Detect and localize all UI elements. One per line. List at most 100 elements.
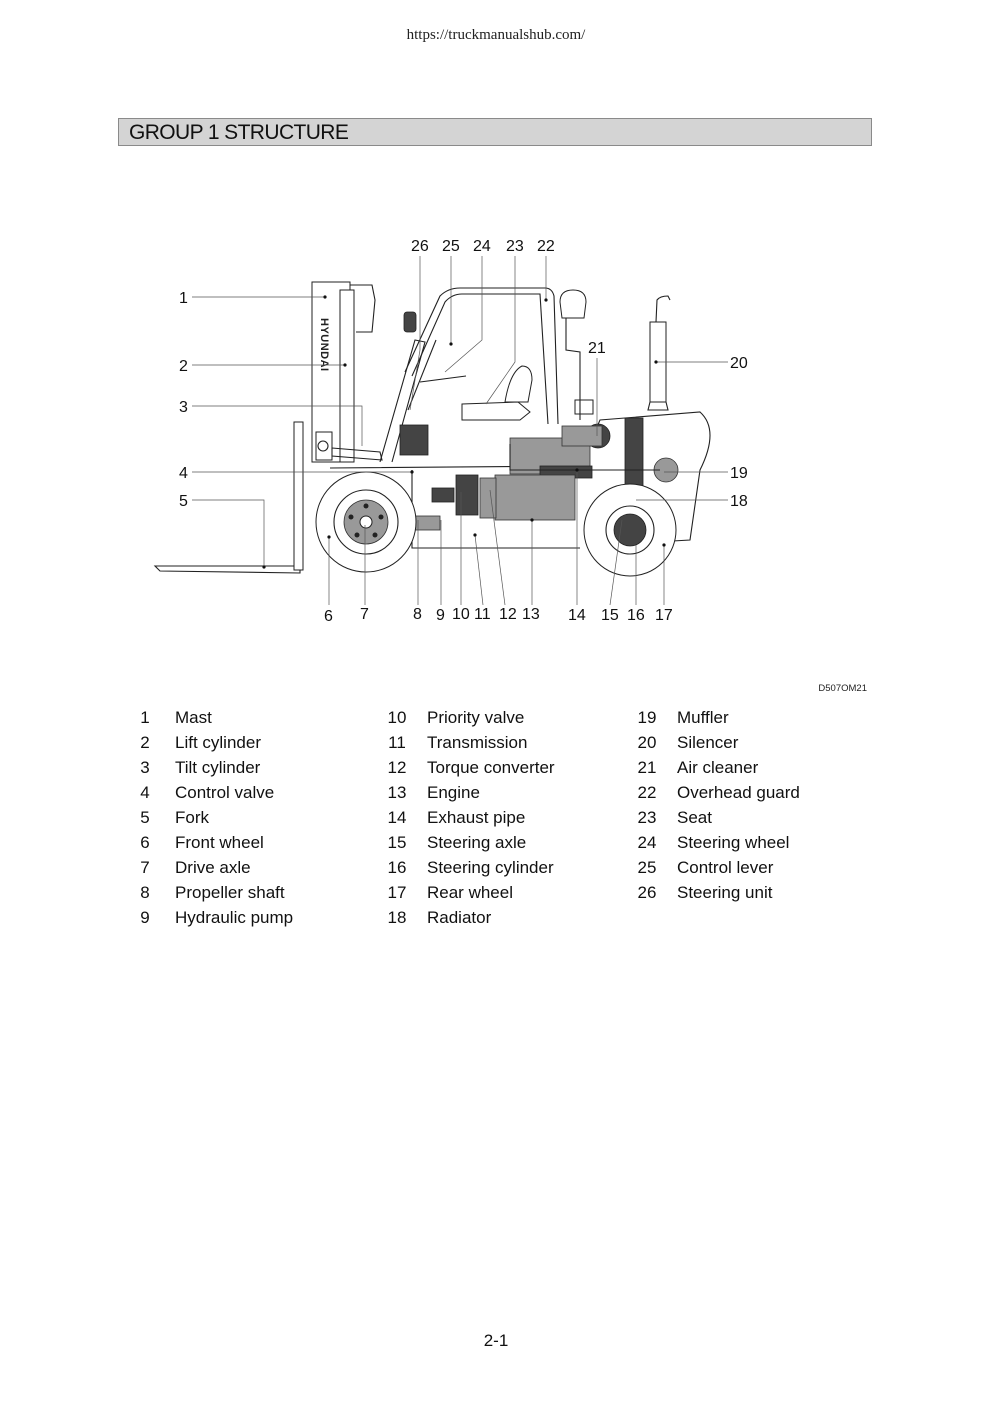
- legend-label: Control lever: [677, 858, 774, 877]
- legend-number: 26: [637, 883, 657, 902]
- legend-label: Muffler: [677, 708, 729, 727]
- legend-number: 7: [140, 858, 150, 877]
- callout-20: 20: [730, 355, 748, 372]
- callout-16: 16: [627, 607, 645, 624]
- legend-number: 4: [140, 783, 150, 802]
- legend-number: 16: [387, 858, 407, 877]
- callout-7: 7: [360, 606, 369, 623]
- legend-label: Exhaust pipe: [427, 808, 526, 827]
- callout-3: 3: [179, 399, 188, 416]
- legend-number: 13: [387, 783, 407, 802]
- legend-label: Priority valve: [427, 708, 525, 727]
- legend-label: Steering wheel: [677, 833, 790, 852]
- callout-leader-lines: [192, 256, 728, 606]
- legend-label: Seat: [677, 808, 712, 827]
- legend-label: Drive axle: [175, 858, 251, 877]
- legend-number: 17: [387, 883, 407, 902]
- legend-number: 3: [140, 758, 150, 777]
- legend-number: 5: [140, 808, 150, 827]
- legend-number: 15: [387, 833, 407, 852]
- callout-15: 15: [601, 607, 619, 624]
- callout-21: 21: [588, 340, 606, 357]
- legend-number: 23: [637, 808, 657, 827]
- legend-item: 7 Drive axle: [128, 858, 293, 883]
- legend-item: 19 Muffler: [630, 708, 800, 733]
- callout-4: 4: [179, 465, 188, 482]
- page-number: 2-1: [483, 1331, 509, 1350]
- callout-6: 6: [324, 608, 333, 625]
- legend-item: 23 Seat: [630, 808, 800, 833]
- legend-number: 19: [637, 708, 657, 727]
- legend-label: Engine: [427, 783, 480, 802]
- legend-item: 24 Steering wheel: [630, 833, 800, 858]
- legend-item: 25 Control lever: [630, 858, 800, 883]
- forklift-structure-diagram: HYUNDAI: [153, 238, 748, 625]
- legend-number: 2: [140, 733, 150, 752]
- legend-number: 22: [637, 783, 657, 802]
- forklift-drawing: HYUNDAI: [153, 281, 711, 577]
- callout-14: 14: [568, 607, 586, 624]
- legend-label: Hydraulic pump: [175, 908, 294, 927]
- legend-label: Radiator: [427, 908, 492, 927]
- legend-item: 6 Front wheel: [128, 833, 293, 858]
- legend-number: 24: [637, 833, 657, 852]
- legend-item: 3 Tilt cylinder: [128, 758, 293, 783]
- source-url[interactable]: https://truckmanualshub.com/: [406, 27, 586, 43]
- legend-number: 21: [637, 758, 657, 777]
- legend-label: Rear wheel: [427, 883, 513, 902]
- legend-number: 18: [387, 908, 407, 927]
- legend-label: Transmission: [427, 733, 528, 752]
- callout-18: 18: [730, 493, 748, 510]
- legend-item: 13 Engine: [380, 783, 555, 808]
- callout-13: 13: [522, 606, 540, 623]
- legend-number: 6: [140, 833, 150, 852]
- legend-label: Air cleaner: [677, 758, 759, 777]
- legend-label: Mast: [175, 708, 212, 727]
- legend-item: 21 Air cleaner: [630, 758, 800, 783]
- callout-11: 11: [474, 606, 491, 623]
- callout-26: 26: [411, 238, 429, 255]
- legend-number: 25: [637, 858, 657, 877]
- legend-label: Front wheel: [175, 833, 264, 852]
- legend-item: 12 Torque converter: [380, 758, 555, 783]
- callout-5: 5: [179, 493, 188, 510]
- mast-brand: HYUNDAI: [318, 318, 330, 372]
- legend-number: 11: [388, 733, 406, 752]
- legend-label: Fork: [175, 808, 209, 827]
- legend-label: Tilt cylinder: [175, 758, 261, 777]
- legend-label: Silencer: [677, 733, 739, 752]
- legend-label: Lift cylinder: [175, 733, 261, 752]
- callout-17: 17: [655, 607, 673, 624]
- legend-item: 2 Lift cylinder: [128, 733, 293, 758]
- callout-numbers: 1 2 3 4 5 6 7 8 9 10 11 12 13 14 15 16 1…: [179, 238, 748, 625]
- legend-number: 12: [387, 758, 407, 777]
- callout-8: 8: [413, 606, 422, 623]
- callout-1: 1: [179, 290, 188, 307]
- legend-column-3: 19 Muffler 20 Silencer 21 Air cleaner 22 Ove…: [630, 708, 800, 908]
- callout-9: 9: [436, 607, 445, 624]
- legend-label: Steering axle: [427, 833, 527, 852]
- callout-19: 19: [730, 465, 748, 482]
- legend-item: 17 Rear wheel: [380, 883, 555, 908]
- legend-number: 14: [387, 808, 407, 827]
- legend-label: Torque converter: [427, 758, 555, 777]
- legend-item: 18 Radiator: [380, 908, 555, 933]
- figure-code: D507OM21: [818, 683, 867, 694]
- legend-label: Overhead guard: [677, 783, 800, 802]
- legend-item: 15 Steering axle: [380, 833, 555, 858]
- legend-number: 20: [637, 733, 657, 752]
- legend-item: 11 Transmission: [380, 733, 555, 758]
- fork-shank: [293, 421, 304, 571]
- legend-item: 4 Control valve: [128, 783, 293, 808]
- legend-item: 5 Fork: [128, 808, 293, 833]
- fork-blade: [153, 565, 301, 574]
- section-title: GROUP 1 STRUCTURE: [129, 121, 349, 144]
- legend-label: Control valve: [175, 783, 275, 802]
